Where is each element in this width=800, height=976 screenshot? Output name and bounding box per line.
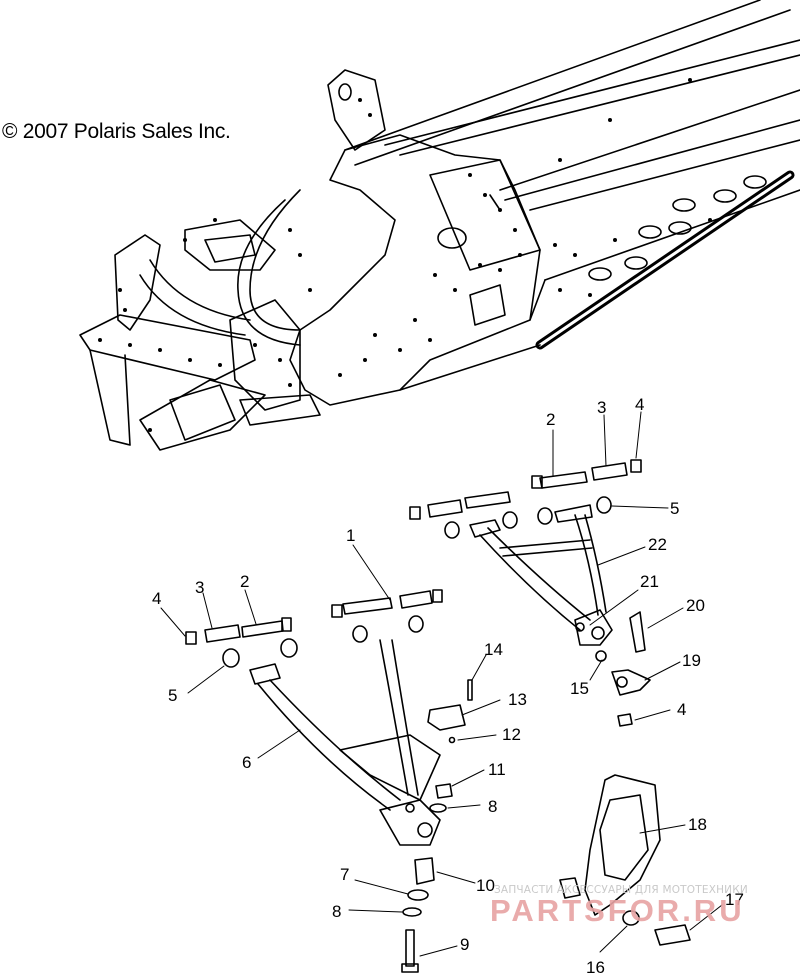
callout-17: 17 bbox=[725, 890, 744, 909]
front-frame-plate bbox=[79, 314, 256, 381]
pin bbox=[629, 611, 646, 653]
callout-6: 6 bbox=[242, 753, 251, 772]
tunnel-edge bbox=[529, 139, 800, 211]
tunnel-rail-5 bbox=[499, 89, 800, 191]
callout-8: 8 bbox=[332, 902, 341, 921]
callout-21: 21 bbox=[640, 572, 659, 591]
callout-12: 12 bbox=[502, 725, 521, 744]
callout-3: 3 bbox=[195, 578, 204, 597]
callout-3: 3 bbox=[597, 398, 606, 417]
callout-8: 8 bbox=[488, 797, 497, 816]
a-arm-tube bbox=[257, 683, 391, 811]
callout-15: 15 bbox=[570, 679, 589, 698]
tunnel-hole bbox=[743, 175, 767, 189]
bulkhead-plate bbox=[289, 134, 541, 406]
tunnel-rail-top bbox=[344, 0, 761, 151]
spindle bbox=[584, 774, 661, 916]
front-mount-bracket bbox=[229, 299, 301, 411]
callout-14: 14 bbox=[484, 640, 503, 659]
callout-4: 4 bbox=[677, 700, 686, 719]
callout-numbers: 2 3 4 5 22 21 20 19 15 4 1 2 3 4 5 6 14 … bbox=[152, 395, 744, 976]
chassis-frame bbox=[79, 0, 800, 451]
nut bbox=[185, 631, 197, 645]
tunnel-hole bbox=[588, 267, 612, 281]
upper-tab bbox=[327, 69, 386, 151]
callout-11: 11 bbox=[488, 760, 506, 779]
a-arm-gusset bbox=[339, 734, 441, 801]
callout-4: 4 bbox=[152, 589, 161, 608]
frame-hoop bbox=[249, 189, 301, 331]
callout-18: 18 bbox=[688, 815, 707, 834]
rivet-dots bbox=[98, 78, 712, 432]
callout-5: 5 bbox=[168, 686, 177, 705]
callout-7: 7 bbox=[340, 865, 349, 884]
tunnel-rail-3 bbox=[384, 39, 800, 146]
callout-16: 16 bbox=[586, 958, 605, 976]
tunnel-rail-2 bbox=[354, 9, 791, 166]
lower-a-arm-assembly bbox=[185, 589, 473, 973]
bolt bbox=[539, 471, 588, 489]
nut bbox=[630, 459, 642, 473]
copyright-text: © 2007 Polaris Sales Inc. bbox=[2, 120, 231, 143]
a-arm-ball-joint bbox=[379, 799, 441, 846]
callout-1: 1 bbox=[346, 526, 355, 545]
callout-4: 4 bbox=[635, 395, 644, 414]
callout-19: 19 bbox=[682, 651, 701, 670]
callout-5: 5 bbox=[670, 499, 679, 518]
front-upright bbox=[114, 234, 161, 331]
tunnel-hole bbox=[624, 256, 648, 270]
callout-2: 2 bbox=[240, 572, 249, 591]
tunnel-hole bbox=[713, 189, 737, 203]
watermark-brand: PARTSFOR.RU bbox=[490, 893, 745, 928]
bushing bbox=[591, 462, 628, 481]
tunnel-hole bbox=[672, 198, 696, 212]
tunnel-rail-4 bbox=[399, 54, 800, 156]
steering-bracket bbox=[184, 219, 276, 271]
upper-a-arm-assembly bbox=[409, 459, 651, 727]
watermark-tagline: ЗАПЧАСТИ АКСЕССУАРЫ ДЛЯ МОТОТЕХНИКИ bbox=[494, 884, 748, 896]
bulkhead-hole bbox=[437, 227, 467, 249]
callout-10: 10 bbox=[476, 876, 495, 895]
leader-lines bbox=[160, 411, 723, 957]
spindle-assembly bbox=[559, 774, 691, 946]
boot bbox=[414, 857, 435, 885]
a-arm-tube bbox=[479, 534, 581, 631]
callout-2: 2 bbox=[546, 410, 555, 429]
tunnel-hole bbox=[668, 221, 692, 235]
callout-20: 20 bbox=[686, 596, 705, 615]
bushing-cap bbox=[596, 496, 612, 514]
a-arm-end bbox=[574, 609, 613, 646]
rod-end bbox=[611, 669, 651, 696]
tunnel-hole bbox=[638, 225, 662, 239]
clamp bbox=[427, 704, 466, 731]
callout-13: 13 bbox=[508, 690, 527, 709]
callout-22: 22 bbox=[648, 535, 667, 554]
tunnel-rail-6 bbox=[504, 119, 800, 201]
bushing-cap bbox=[537, 507, 553, 525]
callout-9: 9 bbox=[460, 935, 469, 954]
